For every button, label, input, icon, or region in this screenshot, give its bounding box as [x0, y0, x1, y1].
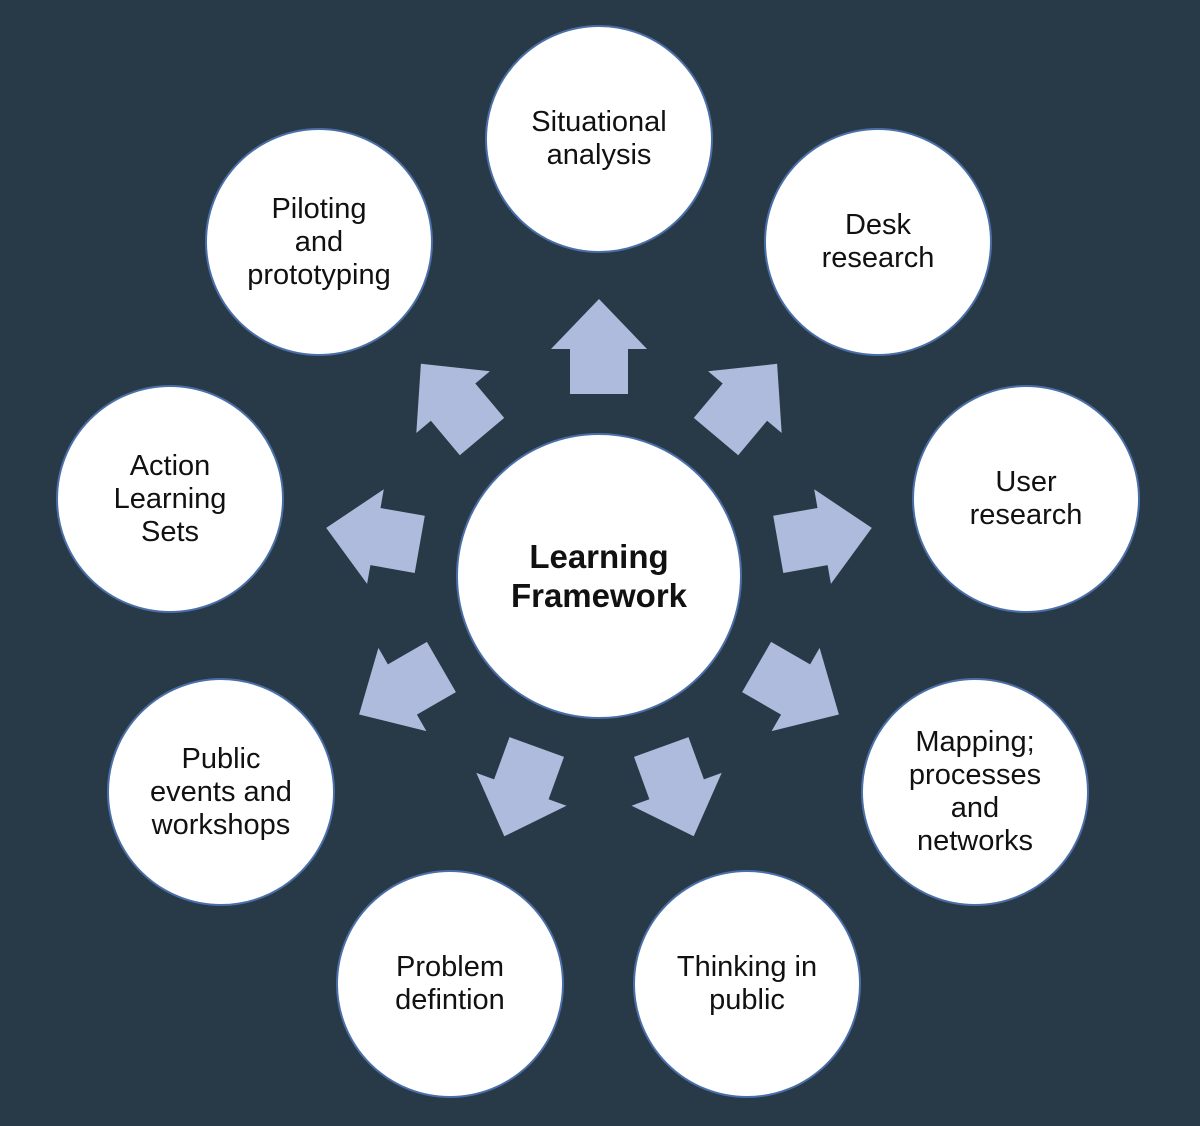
arrow-to-thinking-in-public: [631, 737, 722, 837]
arrow-to-mapping: [742, 641, 839, 732]
arrow-to-action-learning-sets: [326, 489, 425, 584]
node-situational-analysis: Situational analysis: [485, 25, 713, 253]
node-desk-research: Desk research: [764, 128, 992, 356]
node-label: Situational analysis: [531, 106, 667, 171]
node-label: Mapping; processes and networks: [908, 726, 1042, 857]
node-label: Thinking in public: [676, 951, 818, 1016]
node-label: Action Learning Sets: [113, 449, 227, 548]
node-label: Desk research: [821, 209, 935, 274]
node-label: User research: [969, 466, 1083, 531]
arrow-to-desk-research: [693, 363, 782, 456]
node-problem-definition: Problem defintion: [336, 870, 564, 1098]
node-user-research: User research: [912, 385, 1140, 613]
node-piloting: Piloting and prototyping: [205, 128, 433, 356]
center-label: Learning Framework: [510, 538, 688, 614]
arrow-to-public-events: [359, 641, 456, 732]
arrow-to-user-research: [773, 489, 872, 584]
center-circle: Learning Framework: [456, 433, 742, 719]
node-label: Problem defintion: [395, 951, 505, 1016]
node-mapping: Mapping; processes and networks: [861, 678, 1089, 906]
arrow-to-piloting: [416, 363, 505, 456]
node-label: Piloting and prototyping: [247, 192, 391, 291]
node-action-learning-sets: Action Learning Sets: [56, 385, 284, 613]
arrow-to-problem-definition: [476, 737, 567, 837]
arrow-to-situational-analysis: [551, 299, 647, 394]
node-thinking-in-public: Thinking in public: [633, 870, 861, 1098]
node-label: Public events and workshops: [150, 742, 292, 841]
node-public-events: Public events and workshops: [107, 678, 335, 906]
